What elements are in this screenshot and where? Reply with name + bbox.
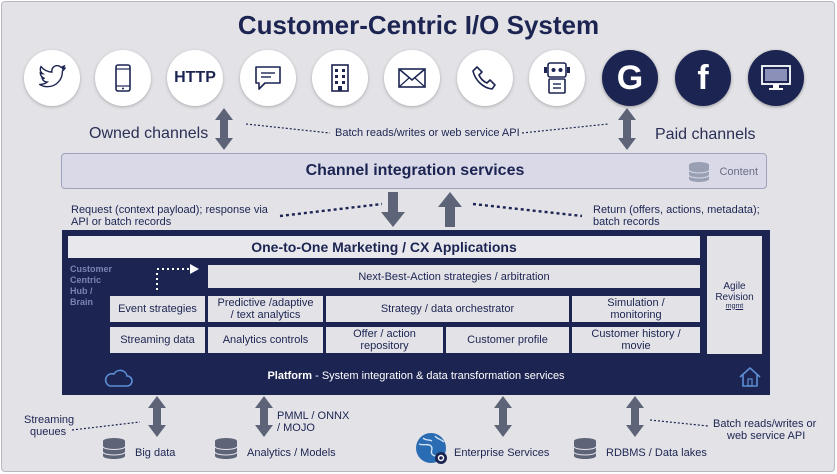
enterprise-services-label: Enterprise Services: [454, 447, 550, 459]
chat-bubble-icon: [240, 50, 296, 106]
return-dotted-line: [472, 202, 583, 218]
customer-profile-cell: Customer profile: [446, 327, 569, 353]
offer-line-1: Offer / action: [353, 328, 416, 340]
home-icon: [739, 367, 761, 387]
http-icon: HTTP: [167, 50, 223, 106]
owned-channels-label: Owned channels: [89, 125, 209, 142]
analytics-models-arrow: [255, 396, 273, 437]
request-label-line-2: API or batch records: [71, 216, 172, 228]
google-icon-label: G: [616, 58, 644, 97]
big-data-database-icon: [102, 438, 126, 459]
twitter-icon: [24, 50, 80, 106]
telephone-icon: [457, 50, 513, 106]
predictive-line-1: Predictive /adaptive: [217, 297, 314, 309]
big-data-arrow: [148, 396, 166, 437]
owned-channels-arrow: [215, 108, 233, 150]
streaming-queues-dotted-line: [71, 421, 141, 431]
content-database-icon: [688, 162, 710, 182]
pmml-line-2: / MOJO: [277, 422, 315, 434]
request-label-line-1: Request (context payload); response via: [71, 204, 268, 216]
agile-line-1: Agile: [723, 280, 746, 292]
google-icon: G: [602, 50, 658, 106]
platform-label: Platform - System integration & data tra…: [62, 370, 770, 382]
batch-bottom-line-2: web service API: [727, 430, 806, 442]
cloud-icon: [104, 369, 133, 387]
event-strategies-cell: Event strategies: [110, 296, 205, 322]
customer-history-cell: Customer history / movie: [572, 327, 700, 353]
hub-label-line-3: Hub /: [70, 286, 93, 296]
building-icon: [312, 50, 368, 106]
streaming-data-cell: Streaming data: [110, 327, 205, 353]
batch-api-top-dotted-right: [521, 123, 609, 134]
facebook-icon-label: f: [697, 58, 709, 97]
http-icon-label: HTTP: [174, 69, 216, 86]
platform-label-rest: - System integration & data transformati…: [312, 370, 565, 382]
enterprise-services-arrow: [494, 396, 512, 437]
history-line-1: Customer history /: [591, 328, 681, 340]
monitor-icon: [748, 50, 804, 106]
streaming-queues-label: Streaming queues: [24, 414, 74, 438]
next-best-action-cell: Next-Best-Action strategies / arbitratio…: [208, 265, 700, 288]
return-label-line-1: Return (offers, actions, metadata);: [593, 204, 760, 216]
customer-centric-hub-label: Customer Centric Hub / Brain: [70, 264, 120, 308]
paid-channels-arrow: [618, 108, 636, 150]
batch-bottom-dotted-line: [649, 419, 709, 427]
request-dotted-line: [279, 202, 383, 218]
facebook-icon: f: [675, 50, 731, 106]
rdbms-database-icon: [573, 438, 597, 459]
request-arrow: [381, 192, 405, 227]
return-label-line-2: batch records: [593, 216, 660, 228]
analytics-controls-cell: Analytics controls: [208, 327, 323, 353]
envelope-icon: [384, 50, 440, 106]
paid-channels-label: Paid channels: [655, 126, 756, 143]
big-data-label: Big data: [135, 447, 176, 459]
predictive-line-2: / text analytics: [230, 309, 301, 321]
streaming-queues-line-2: queues: [30, 426, 67, 438]
enterprise-globe-icon: [416, 433, 447, 464]
agile-line-2: Revision: [715, 291, 754, 303]
strategy-orchestrator-cell: Strategy / data orchestrator: [326, 296, 569, 322]
hub-label-line-1: Customer: [70, 264, 113, 274]
history-line-2: movie: [621, 340, 651, 352]
batch-api-top-label: Batch reads/writes or web service API: [335, 127, 520, 139]
pmml-label: PMML / ONNX / MOJO: [277, 410, 349, 434]
cx-applications-header: One-to-One Marketing / CX Applications: [68, 236, 700, 258]
rdbms-label: RDBMS / Data lakes: [606, 447, 707, 459]
hub-label-line-4: Brain: [70, 297, 94, 307]
hub-dotted-arrow: [156, 264, 199, 290]
channel-integration-title: Channel integration services: [305, 162, 525, 179]
analytics-models-label: Analytics / Models: [247, 447, 336, 459]
offer-line-2: repository: [360, 340, 409, 352]
batch-bottom-line-1: Batch reads/writes or: [713, 418, 817, 430]
simulation-line-2: monitoring: [610, 309, 662, 321]
cx-applications-box: One-to-One Marketing / CX Applications C…: [62, 230, 770, 395]
simulation-monitoring-cell: Simulation / monitoring: [572, 296, 700, 322]
page-title: Customer-Centric I/O System: [237, 10, 600, 40]
streaming-queues-line-1: Streaming: [24, 414, 75, 426]
agile-line-3: mgmt: [725, 302, 744, 310]
hub-label-line-2: Centric: [70, 275, 102, 285]
content-label: Content: [719, 166, 758, 178]
mobile-phone-icon: [95, 50, 151, 106]
robot-icon: [529, 50, 585, 106]
predictive-analytics-cell: Predictive /adaptive / text analytics: [208, 296, 323, 322]
channel-integration-box: Channel integration services Content: [61, 153, 767, 189]
pmml-line-1: PMML / ONNX: [277, 410, 350, 422]
batch-bottom-label: Batch reads/writes or web service API: [713, 418, 816, 442]
platform-label-bold: Platform: [267, 370, 313, 382]
simulation-line-1: Simulation /: [607, 297, 665, 309]
return-arrow: [438, 192, 462, 227]
rdbms-arrow: [626, 396, 644, 437]
analytics-models-database-icon: [214, 438, 238, 459]
agile-revision-panel: Agile Revision mgmt: [707, 236, 762, 354]
offer-action-repository-cell: Offer / action repository: [326, 327, 443, 353]
